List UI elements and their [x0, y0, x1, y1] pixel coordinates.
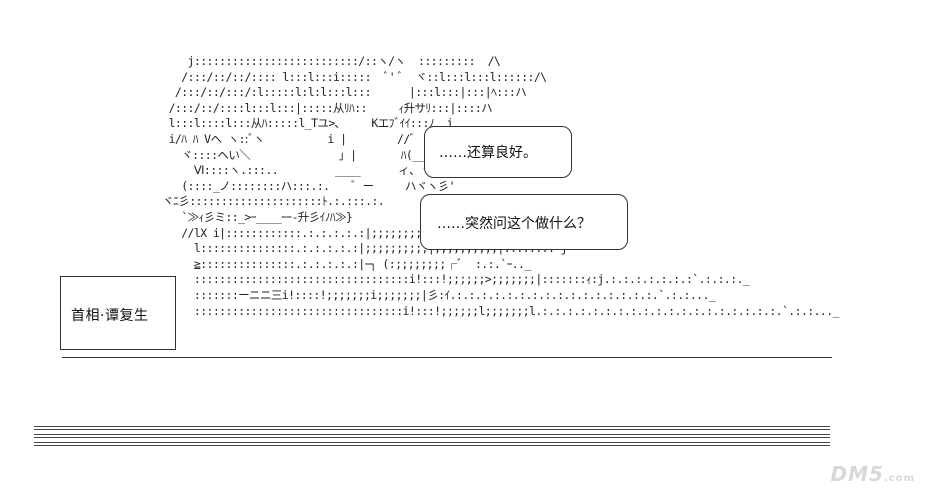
ground-line: [62, 357, 832, 358]
divider-bars: [34, 426, 830, 450]
speech-bubble-1-text: ……还算良好。: [439, 145, 537, 161]
ascii-art-line: (::::_ノ::::::::ハ:::.:. ﾞ ー ハヾヽ彡': [181, 178, 455, 193]
speech-bubble-1: ……还算良好。: [424, 126, 572, 178]
speaker-name-box: 首相·谭复生: [60, 276, 176, 350]
divider-bar: [34, 442, 830, 446]
speech-bubble-2: ……突然问这个做什么？: [420, 194, 628, 250]
divider-bar: [34, 434, 830, 438]
speaker-name-label: 首相·谭复生: [71, 308, 149, 324]
ascii-art-line: ヾ::::ヘい＼ ｣ | ﾊ(___): [181, 147, 438, 162]
speech-bubble-2-text: ……突然问这个做什么？: [437, 216, 591, 232]
ascii-art-figure: j::::::::::::::::::::::::::/::ヽ/ヽ ::::::…: [118, 54, 839, 319]
ascii-art-line: /:::/::/::::l:::l:::|:::::从ﾘﾊ:: ｨ升サﾘ:::|…: [168, 100, 493, 115]
ascii-art-line: `≫ｨ彡ミ::_>ｰ____ｰｰ-升彡ｲﾉﾊ≫}: [181, 209, 353, 224]
ascii-art-line: i/ﾊ ﾊ Vヘ ヽ::ﾞヽ i | //ﾞ: [168, 131, 416, 146]
divider-bar: [34, 426, 830, 430]
ascii-art-line: Ⅵ::::ヽ.:::.. ____ ィ、ヽニノ: [193, 163, 453, 178]
ascii-art-line: l:::l::::l:::从ﾊ:::::l_Tユ>､ Kエﾌﾞｲｲ:::ﾉ i: [168, 116, 454, 131]
watermark-suffix: .com: [883, 473, 915, 484]
ascii-art-line: :::::::ーニニ三i!::::!;;;;;;;i;;;;;;;|彡:ｲ.:.…: [193, 287, 716, 302]
ascii-art-line: ::::::::::::::::::::::::::::::::::i!:::!…: [193, 272, 750, 287]
ascii-art-line: /:::/::/:::/:l:::::l:l:l:::l::: |:::l:::…: [174, 85, 527, 100]
ascii-art-line: /:::/::/::/:::: l:::l:::i::::: ﾞ' ﾞ ヾ::l…: [181, 69, 547, 84]
ascii-art-line: :::::::::::::::::::::::::::::::::i!:::!;…: [118, 303, 840, 318]
watermark-text: DM5: [830, 462, 884, 486]
ascii-art-line: j::::::::::::::::::::::::::/::ヽ/ヽ ::::::…: [187, 54, 501, 68]
watermark-logo: DM5.com: [831, 462, 915, 486]
ascii-art-line: ≧:::::::::::::::.:.:.:.:.:|ｰ┐ (:;;;;;;;;…: [193, 256, 531, 271]
